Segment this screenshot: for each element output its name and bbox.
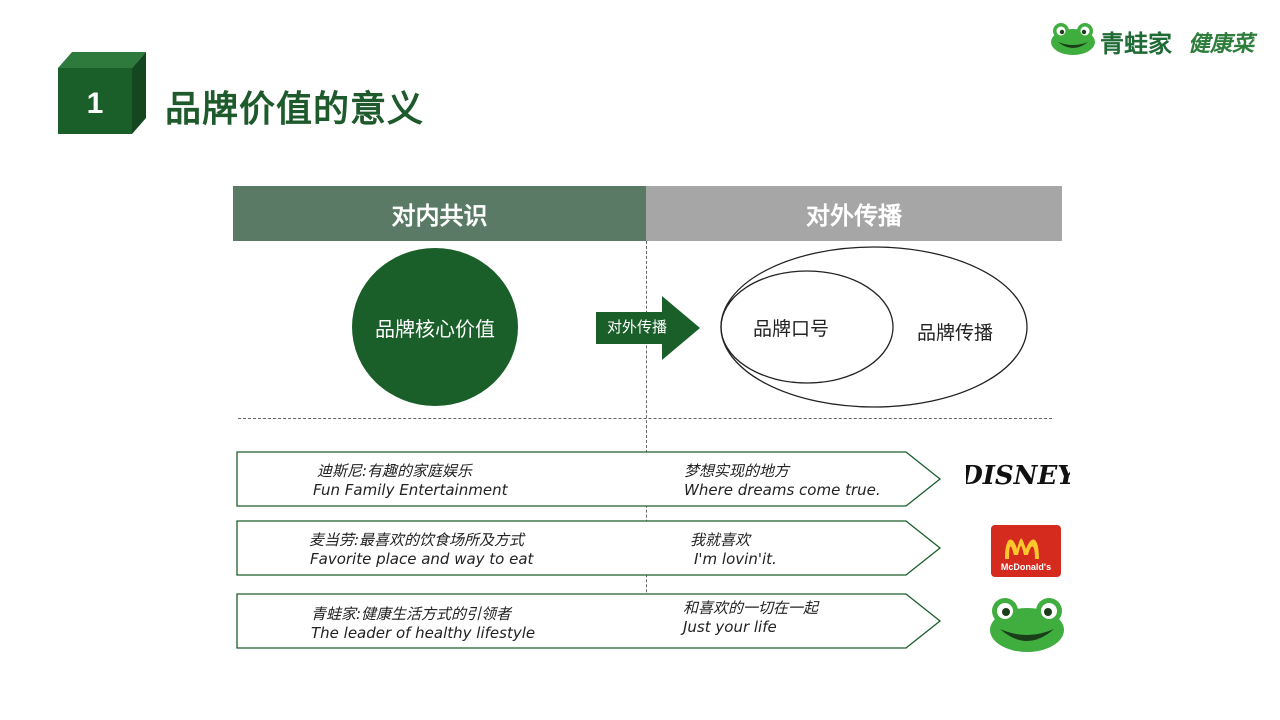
disney-logo: DISNEY [966, 461, 1070, 491]
spread-arrow-label: 对外传播 [606, 318, 667, 336]
slogan-label: 品牌口号 [753, 318, 830, 340]
frog-logo-icon [990, 598, 1064, 652]
row-left-en: Fun Family Entertainment [313, 481, 508, 499]
band-external-spread: 对外传播 [646, 186, 1062, 241]
brand-script: 健康菜 [1188, 31, 1255, 57]
row-left-en: Favorite place and way to eat [310, 550, 534, 568]
section-number-cube: 1 [58, 52, 146, 134]
mcdonalds-logo-text: McDonald's [1001, 562, 1051, 572]
brand-row-shape [236, 593, 942, 649]
row-right-en: I'm lovin'it. [694, 550, 777, 568]
row-right-cn: 我就喜欢 [690, 531, 751, 549]
brand-logo: 青蛙家 健康菜 [1050, 20, 1264, 60]
spread-label: 品牌传播 [917, 322, 994, 344]
vertical-divider [646, 241, 647, 647]
brand-name: 青蛙家 [1100, 30, 1172, 58]
row-left-cn: 麦当劳:最喜欢的饮食场所及方式 [309, 531, 525, 549]
section-number: 1 [87, 87, 104, 120]
mcdonalds-logo: McDonald's [991, 525, 1061, 577]
core-value-circle: 品牌核心价值 [352, 248, 518, 406]
band-internal-consensus: 对内共识 [233, 186, 646, 241]
brand-row-shape [236, 451, 942, 507]
row-right-en: Where dreams come true. [684, 481, 881, 499]
row-left-cn: 青蛙家:健康生活方式的引领者 [311, 605, 512, 623]
slogan-spread-ellipses [720, 246, 1028, 408]
brand-row-shape [236, 520, 942, 576]
slide-title: 品牌价值的意义 [165, 89, 425, 130]
horizontal-divider [238, 418, 1052, 419]
row-left-en: The leader of healthy lifestyle [311, 624, 536, 642]
row-right-en: Just your life [683, 618, 777, 636]
spread-arrow [596, 296, 700, 360]
row-right-cn: 梦想实现的地方 [684, 462, 790, 480]
core-value-label: 品牌核心价值 [375, 316, 495, 341]
row-right-cn: 和喜欢的一切在一起 [683, 599, 819, 617]
disney-logo-text: DISNEY [966, 461, 1070, 491]
row-left-cn: 迪斯尼:有趣的家庭娱乐 [317, 462, 473, 480]
frog-icon [1051, 23, 1095, 55]
